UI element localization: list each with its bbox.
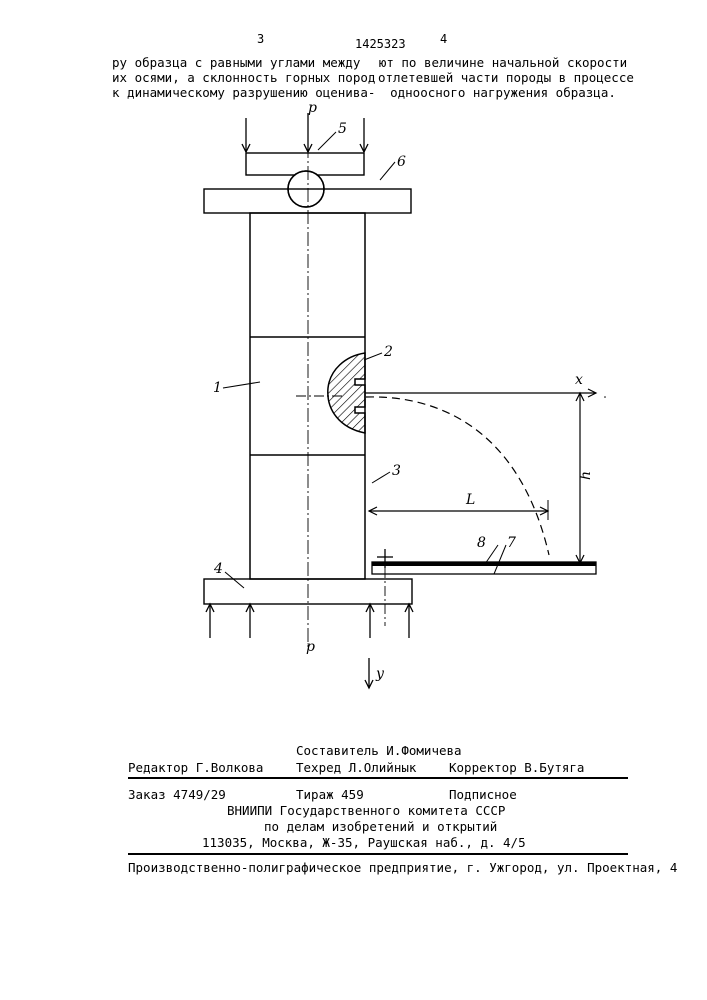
label-8: 8 (477, 535, 486, 551)
label-2: 2 (383, 344, 393, 360)
editor: Редактор Г.Волкова (128, 760, 263, 775)
label-y: y (375, 666, 385, 682)
subscription: Подписное (449, 787, 517, 802)
label-4: 4 (213, 561, 223, 577)
label-7: 7 (507, 535, 516, 551)
label-h: h (578, 471, 594, 480)
org-line-2: по делам изобретений и открытий (264, 819, 497, 834)
label-p-bottom: p (306, 639, 315, 655)
techred: Техред Л.Олийнык (296, 760, 416, 775)
label-p-top: p (308, 100, 317, 116)
footer-rule-bottom (128, 853, 628, 855)
label-x: x (575, 372, 583, 388)
label-1: 1 (213, 380, 222, 396)
bottom-load-arrows (206, 604, 413, 638)
label-3: 3 (392, 463, 401, 479)
top-load-arrows (242, 113, 368, 152)
corrector: Корректор В.Бутяга (449, 760, 584, 775)
composer: Составитель И.Фомичева (296, 743, 462, 758)
label-6: 6 (397, 154, 406, 170)
label-5: 5 (338, 121, 347, 137)
fragment-2 (328, 353, 365, 433)
order: Заказ 4749/29 (128, 787, 226, 802)
marking-layer-8 (372, 562, 596, 566)
footer-rule-top (128, 777, 628, 779)
org-line-1: ВНИИПИ Государственного комитета СССР (227, 803, 505, 818)
label-L: L (465, 492, 475, 508)
circulation: Тираж 459 (296, 787, 364, 802)
printer: Производственно-полиграфическое предприя… (128, 860, 677, 875)
org-line-3: 113035, Москва, Ж-35, Раушская наб., д. … (202, 835, 526, 850)
